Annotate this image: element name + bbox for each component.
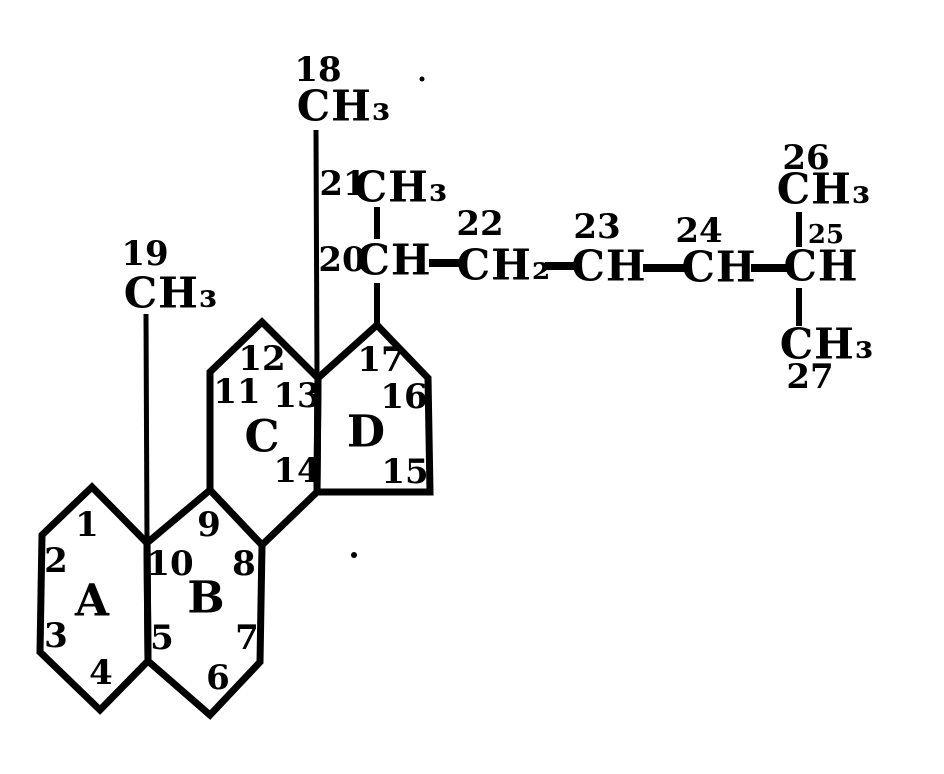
ring-a-label: A (74, 576, 110, 627)
ring-d-label: D (347, 407, 385, 458)
carbon-17-label: 17 (357, 340, 404, 380)
carbon-11-label: 11 (213, 372, 260, 412)
carbon-14-label: 14 (273, 451, 320, 491)
c18-methyl-group: CH₃ (297, 82, 392, 131)
carbon-27-label: 27 (786, 357, 833, 397)
carbon-21-label: 21 (319, 164, 366, 204)
carbon-20-label: 20 (318, 240, 365, 280)
carbon-23-label: 23 (573, 207, 620, 247)
c26-methyl-group: CH₃ (777, 165, 872, 214)
c27-methyl-group: CH₃ (780, 320, 875, 369)
carbon-18-label: 18 (294, 50, 341, 90)
c23-ch-group: CH (571, 242, 646, 291)
c21-methyl-group: CH₃ (354, 163, 449, 212)
ring-b-label: B (187, 573, 224, 624)
carbon-26-label: 26 (782, 138, 829, 178)
c24-ch-group: CH (681, 243, 756, 292)
c19-methyl-group: CH₃ (124, 269, 219, 318)
carbon-7-label: 7 (235, 618, 259, 658)
carbon-25-label: 25 (808, 220, 844, 250)
carbon-24-label: 24 (675, 211, 722, 251)
carbon-4-label: 4 (89, 653, 113, 693)
carbon-5-label: 5 (150, 618, 174, 658)
carbon-10-label: 10 (146, 544, 193, 584)
carbon-6-label: 6 (206, 658, 230, 698)
carbon-16-label: 16 (380, 377, 427, 417)
ring-d-outline (313, 320, 434, 496)
carbon-1-label: 1 (75, 505, 99, 545)
carbon-12-label: 12 (238, 339, 285, 379)
carbon-3-label: 3 (44, 616, 68, 656)
carbon-2-label: 2 (44, 541, 68, 581)
carbon-9-label: 9 (197, 505, 221, 545)
ink-speck (419, 76, 425, 82)
bond-c18-c13 (313, 129, 320, 379)
ring-c-label: C (244, 412, 279, 463)
c25-ch-group: CH (783, 242, 858, 291)
c22-ch2-group: CH₂ (457, 241, 552, 290)
carbon-8-label: 8 (232, 544, 256, 584)
carbon-22-label: 22 (456, 204, 503, 244)
ink-speck (351, 552, 357, 558)
carbon-19-label: 19 (121, 234, 168, 274)
c20-ch-group: CH (356, 236, 431, 285)
carbon-15-label: 15 (381, 452, 428, 492)
bond-c19-c10 (143, 313, 150, 544)
carbon-13-label: 13 (273, 376, 320, 416)
